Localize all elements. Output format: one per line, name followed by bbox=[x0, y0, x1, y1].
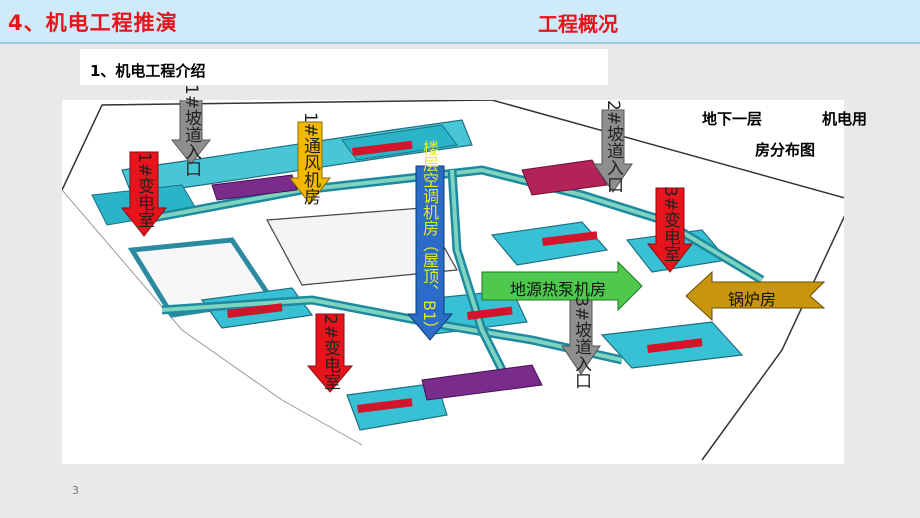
ramp2-arrow bbox=[593, 109, 633, 193]
ramp1-label: 1#坡道入口 bbox=[181, 84, 201, 178]
page-number: 3 bbox=[72, 484, 79, 497]
substation2-label: 2#变电室 bbox=[320, 314, 340, 391]
substation3-label: 3#变电室 bbox=[660, 186, 680, 263]
boiler-label: 锅炉房 bbox=[728, 290, 777, 309]
ramp2-label: 2#坡道入口 bbox=[603, 100, 623, 194]
slide-header: 4、机电工程推演 工程概况 bbox=[0, 0, 920, 44]
header-section-title: 工程概况 bbox=[538, 12, 618, 36]
ramp3-label: 3#坡道入口 bbox=[571, 296, 591, 390]
substation2-arrow bbox=[306, 313, 354, 393]
floor-plan-figure bbox=[62, 100, 844, 464]
geo-pump-label: 地源热泵机房 bbox=[510, 280, 607, 299]
ac-room-arrow bbox=[406, 165, 454, 341]
substation1-label: 1#变电室 bbox=[134, 152, 154, 229]
figure-caption-part3: 房分布图 bbox=[755, 141, 816, 159]
geo-pump-arrow bbox=[481, 260, 643, 312]
floor-plan-drawing bbox=[62, 100, 844, 461]
section-heading: 1、机电工程介绍 bbox=[90, 62, 206, 80]
figure-caption-part2: 机电用 bbox=[822, 110, 868, 128]
boiler-arrow bbox=[685, 270, 826, 322]
vent1-arrow bbox=[288, 121, 332, 205]
substation3-arrow bbox=[646, 187, 694, 273]
ac-room-label: 楼层空调机房（屋顶、B1） bbox=[420, 140, 439, 338]
ramp1-arrow bbox=[170, 100, 212, 165]
slide-title: 4、机电工程推演 bbox=[8, 11, 178, 35]
substation1-arrow bbox=[120, 151, 168, 237]
section-heading-box: 1、机电工程介绍 bbox=[80, 49, 608, 85]
figure-caption-part1: 地下一层 bbox=[702, 110, 763, 128]
ramp3-arrow bbox=[561, 295, 601, 375]
vent1-label: 1#通风机房 bbox=[300, 112, 320, 206]
